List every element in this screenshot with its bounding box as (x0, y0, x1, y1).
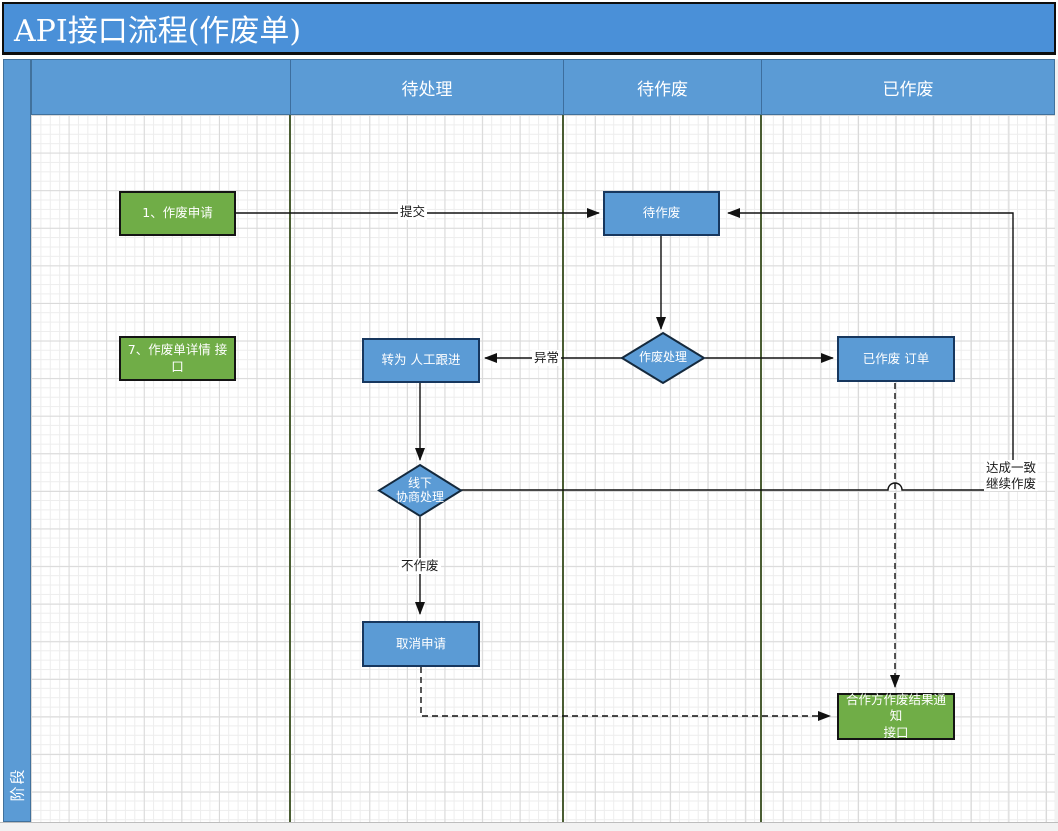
sheet-bottom-edge (0, 822, 1058, 831)
edge-label-agree-continue: 达成一致 继续作废 (984, 460, 1039, 492)
edge-label-exception: 异常 (532, 350, 562, 366)
edge-label-no-void: 不作废 (399, 558, 441, 574)
column-header-blank (32, 60, 291, 114)
column-header-voided: 已作废 (882, 79, 934, 100)
node-partner-notify[interactable]: 合作方作废结果通知 接口 (837, 692, 955, 740)
node-cancel-apply[interactable]: 取消申请 (362, 621, 480, 667)
diamond-offline-negotiate[interactable]: 线下 协商处理 (376, 462, 464, 519)
sheet-right-edge (1055, 59, 1058, 822)
node-manual-follow[interactable]: 转为 人工跟进 (362, 338, 480, 383)
title-bar: API接口流程(作废单) (2, 2, 1056, 55)
diamond-shape (377, 463, 463, 518)
column-header-pending: 待处理 (291, 60, 564, 114)
header-row: 待处理 待作废 已作废 (31, 59, 1055, 115)
node-voided-order[interactable]: 已作废 订单 (837, 336, 955, 382)
diamond-shape (620, 331, 706, 385)
lane-divider (562, 115, 564, 822)
stage-band: 阶段 (3, 59, 31, 822)
node-void-detail-api[interactable]: 7、作废单详情 接口 (119, 336, 236, 381)
edge-label-submit: 提交 (398, 204, 428, 220)
column-header-to-void: 待作废 (564, 60, 762, 114)
node-void-apply[interactable]: 1、作废申请 (119, 191, 236, 236)
lane-divider (289, 115, 291, 822)
page-title: API接口流程(作废单) (14, 14, 302, 49)
stage-label: 阶段 (8, 767, 27, 802)
node-pending-void[interactable]: 待作废 (603, 191, 720, 236)
diamond-void-process[interactable]: 作废处理 (619, 330, 707, 386)
lane-divider (760, 115, 762, 822)
